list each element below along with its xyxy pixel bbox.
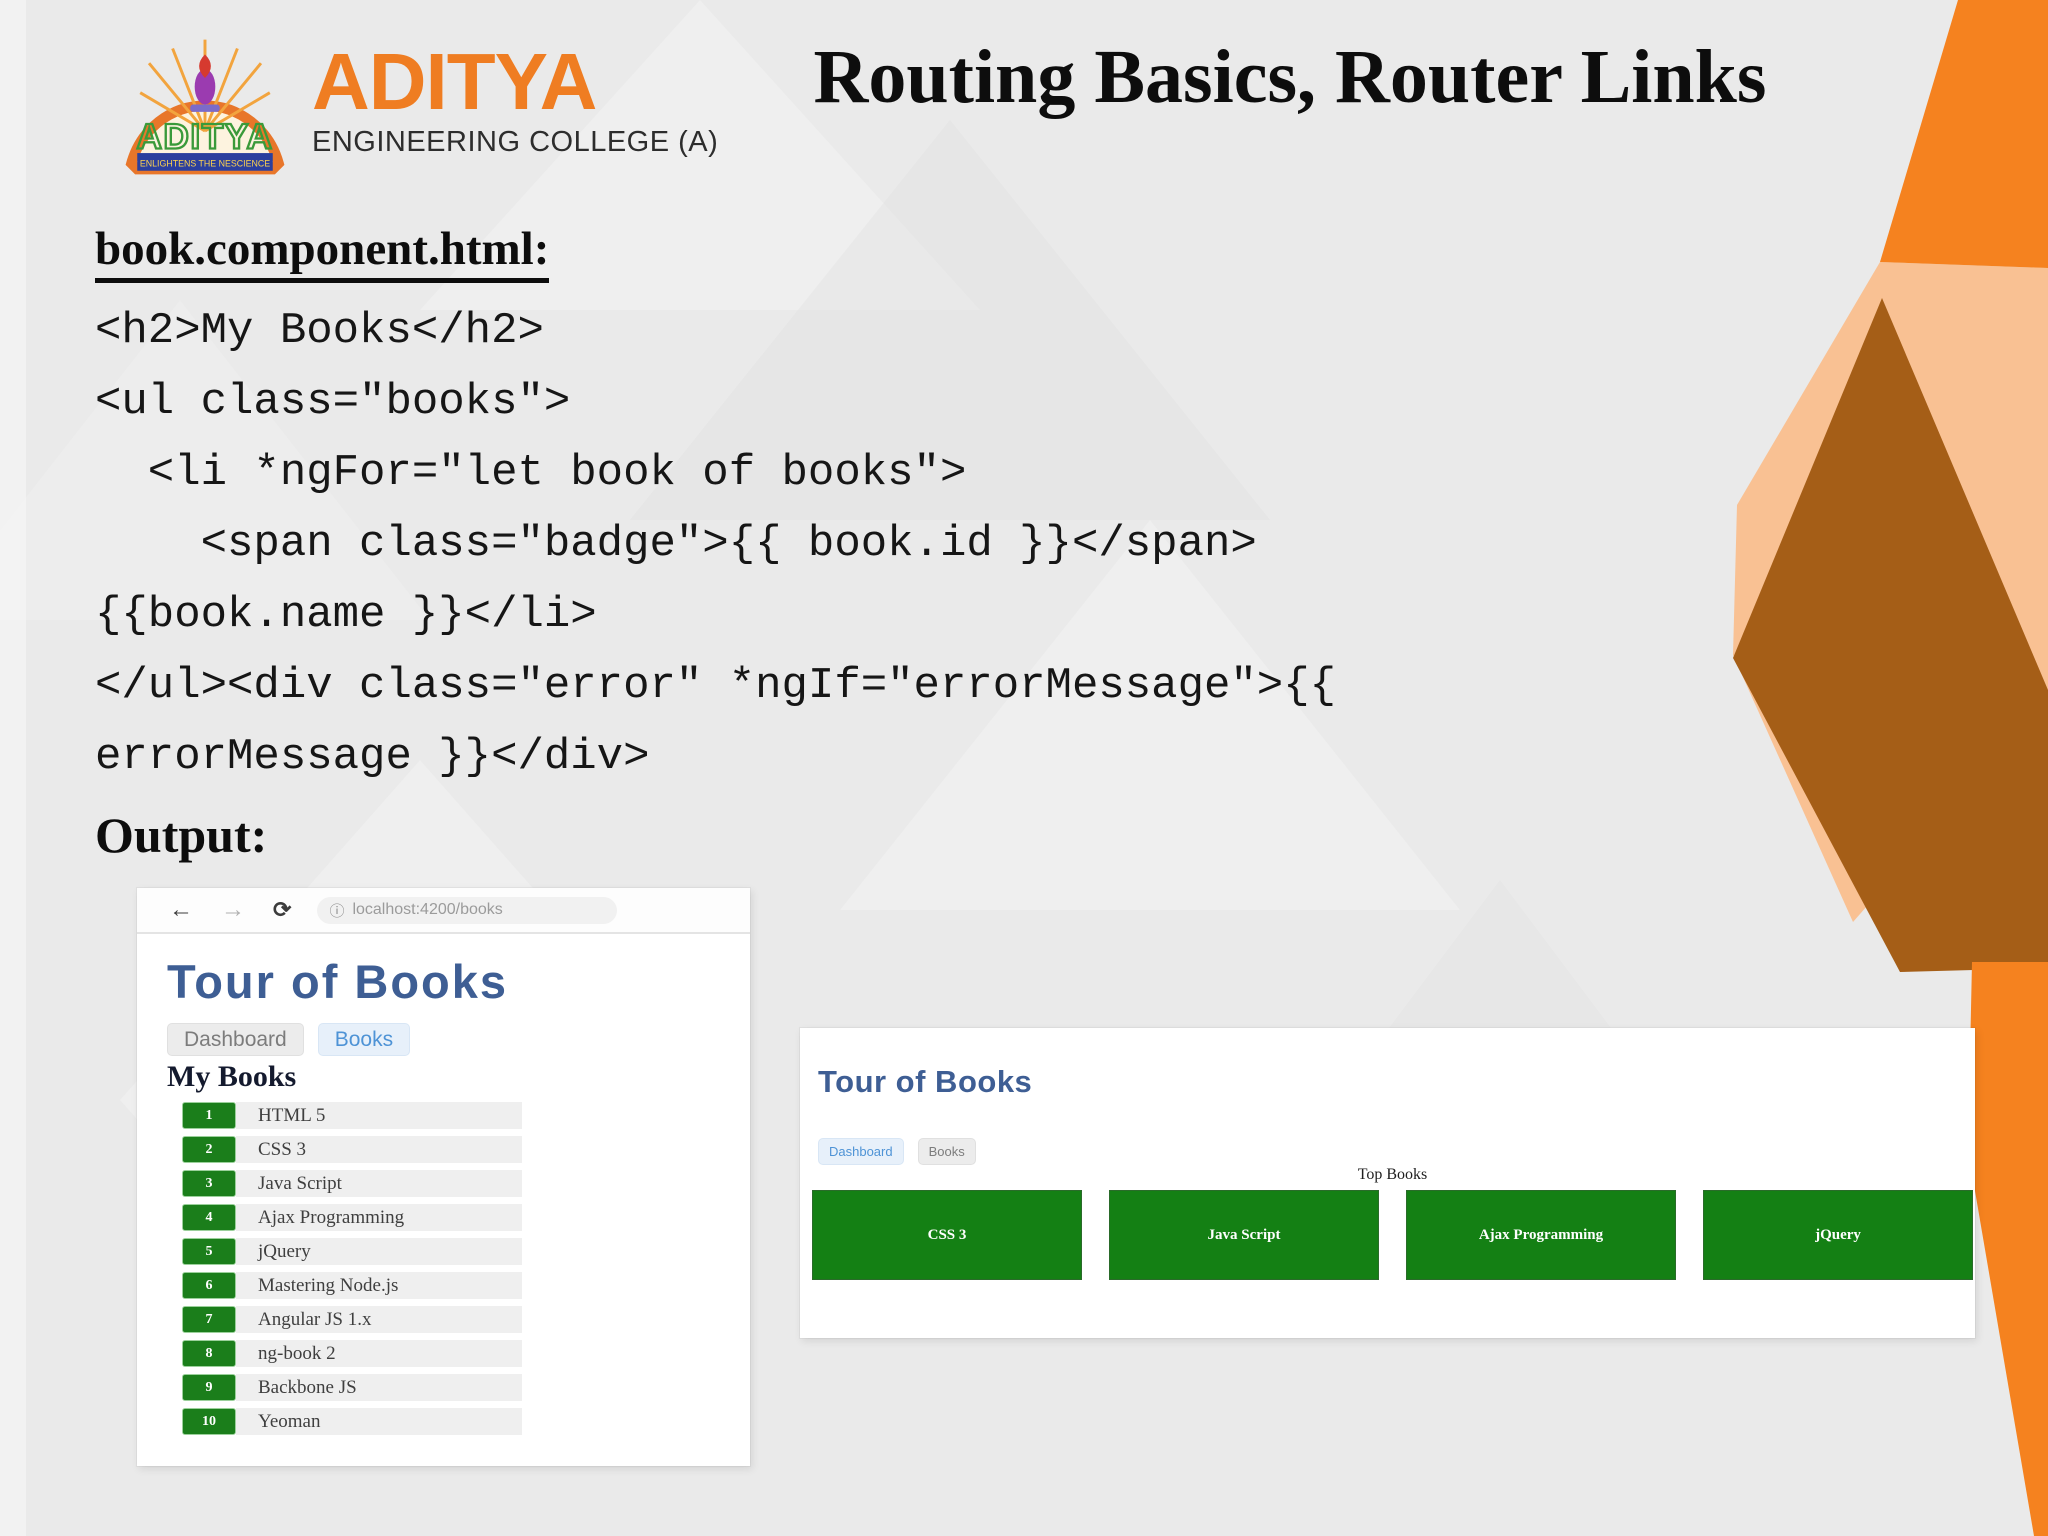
list-item[interactable]: 7 Angular JS 1.x bbox=[182, 1306, 522, 1333]
list-item[interactable]: 10 Yeoman bbox=[182, 1408, 522, 1435]
book-name: CSS 3 bbox=[236, 1136, 522, 1163]
list-item[interactable]: 5 jQuery bbox=[182, 1238, 522, 1265]
top-book-button[interactable]: Ajax Programming bbox=[1406, 1190, 1676, 1280]
url-text: localhost:4200/books bbox=[352, 901, 503, 918]
code-line: {{book.name }}</li> bbox=[95, 590, 597, 640]
browser-screenshot-dashboard-page: Tour of Books Dashboard Books Top Books … bbox=[800, 1028, 1975, 1338]
tab-books[interactable]: Books bbox=[317, 1023, 411, 1056]
list-item[interactable]: 8 ng-book 2 bbox=[182, 1340, 522, 1367]
book-name: Mastering Node.js bbox=[236, 1272, 522, 1299]
decor-orange-bottom bbox=[1968, 962, 2048, 1536]
slide-title: Routing Basics, Router Links bbox=[813, 35, 1767, 119]
code-line: </ul><div class="error" *ngIf="errorMess… bbox=[95, 661, 1337, 711]
code-line: <span class="badge">{{ book.id }}</span> bbox=[95, 519, 1257, 569]
list-item[interactable]: 3 Java Script bbox=[182, 1170, 522, 1197]
output-label: Output: bbox=[95, 807, 268, 863]
decor-sienna-diamond bbox=[1733, 298, 2048, 972]
back-icon[interactable]: ← bbox=[169, 896, 193, 923]
book-id-badge: 1 bbox=[182, 1102, 236, 1129]
code-line: <li *ngFor="let book of books"> bbox=[95, 448, 967, 498]
code-line: errorMessage }}</div> bbox=[95, 732, 650, 782]
book-id-badge: 10 bbox=[182, 1408, 236, 1435]
top-book-button[interactable]: CSS 3 bbox=[812, 1190, 1082, 1280]
book-name: Angular JS 1.x bbox=[236, 1306, 522, 1333]
book-id-badge: 3 bbox=[182, 1170, 236, 1197]
book-id-badge: 9 bbox=[182, 1374, 236, 1401]
code-block: <h2>My Books</h2> <ul class="books"> <li… bbox=[95, 296, 1445, 793]
list-item[interactable]: 1 HTML 5 bbox=[182, 1102, 522, 1129]
tab-dashboard[interactable]: Dashboard bbox=[818, 1138, 904, 1165]
book-list: 1 HTML 5 2 CSS 3 3 Java Script 4 Ajax Pr… bbox=[182, 1102, 522, 1435]
forward-icon[interactable]: → bbox=[221, 896, 245, 923]
book-id-badge: 8 bbox=[182, 1340, 236, 1367]
code-line: <h2>My Books</h2> bbox=[95, 306, 544, 356]
book-name: Java Script bbox=[236, 1170, 522, 1197]
logo-brand-subtitle: ENGINEERING COLLEGE (A) bbox=[312, 126, 719, 158]
book-id-badge: 2 bbox=[182, 1136, 236, 1163]
list-item[interactable]: 6 Mastering Node.js bbox=[182, 1272, 522, 1299]
logo-wordmark: ADITYA ENGINEERING COLLEGE (A) bbox=[312, 40, 718, 159]
top-books-grid: CSS 3 Java Script Ajax Programming jQuer… bbox=[812, 1190, 1973, 1280]
list-item[interactable]: 4 Ajax Programming bbox=[182, 1204, 522, 1231]
book-name: ng-book 2 bbox=[236, 1340, 522, 1367]
app-title: Tour of Books bbox=[167, 955, 509, 1008]
reload-icon[interactable]: ⟳ bbox=[273, 897, 292, 922]
book-id-badge: 5 bbox=[182, 1238, 236, 1265]
college-logo: ADITYA ENLIGHTENS THE NESCIENCE ADITYA E… bbox=[112, 22, 718, 184]
app-title: Tour of Books bbox=[818, 1064, 1033, 1099]
book-name: Ajax Programming bbox=[236, 1204, 522, 1231]
route-tabs: Dashboard Books bbox=[818, 1138, 976, 1165]
page-info-icon[interactable]: ⓘ bbox=[329, 902, 345, 920]
tab-dashboard[interactable]: Dashboard bbox=[167, 1023, 304, 1056]
emblem-banner-text: ENLIGHTENS THE NESCIENCE bbox=[140, 158, 270, 168]
top-book-button[interactable]: Java Script bbox=[1109, 1190, 1379, 1280]
college-emblem-icon: ADITYA ENLIGHTENS THE NESCIENCE bbox=[125, 39, 285, 175]
list-item[interactable]: 9 Backbone JS bbox=[182, 1374, 522, 1401]
svg-text:ADITYA: ADITYA bbox=[136, 118, 273, 157]
book-name: jQuery bbox=[236, 1238, 522, 1265]
browser-screenshot-books-page: ← → ⟳ ⓘ localhost:4200/books Tour of Boo… bbox=[137, 888, 750, 1466]
tab-books[interactable]: Books bbox=[917, 1138, 976, 1165]
route-tabs: Dashboard Books bbox=[167, 1023, 411, 1056]
decor-peach-wedge bbox=[1733, 262, 2048, 922]
list-item[interactable]: 2 CSS 3 bbox=[182, 1136, 522, 1163]
book-name: Yeoman bbox=[236, 1408, 522, 1435]
book-id-badge: 7 bbox=[182, 1306, 236, 1333]
logo-brand-name: ADITYA bbox=[312, 37, 597, 126]
book-id-badge: 4 bbox=[182, 1204, 236, 1231]
address-bar[interactable]: ⓘ localhost:4200/books bbox=[317, 896, 618, 924]
browser-toolbar: ← → ⟳ ⓘ localhost:4200/books bbox=[137, 888, 750, 934]
code-line: <ul class="books"> bbox=[95, 377, 571, 427]
file-name-heading: book.component.html: bbox=[95, 222, 550, 283]
book-name: Backbone JS bbox=[236, 1374, 522, 1401]
book-name: HTML 5 bbox=[236, 1102, 522, 1129]
my-books-heading: My Books bbox=[167, 1060, 297, 1093]
book-id-badge: 6 bbox=[182, 1272, 236, 1299]
top-book-button[interactable]: jQuery bbox=[1703, 1190, 1973, 1280]
top-books-heading: Top Books bbox=[1357, 1166, 1428, 1183]
